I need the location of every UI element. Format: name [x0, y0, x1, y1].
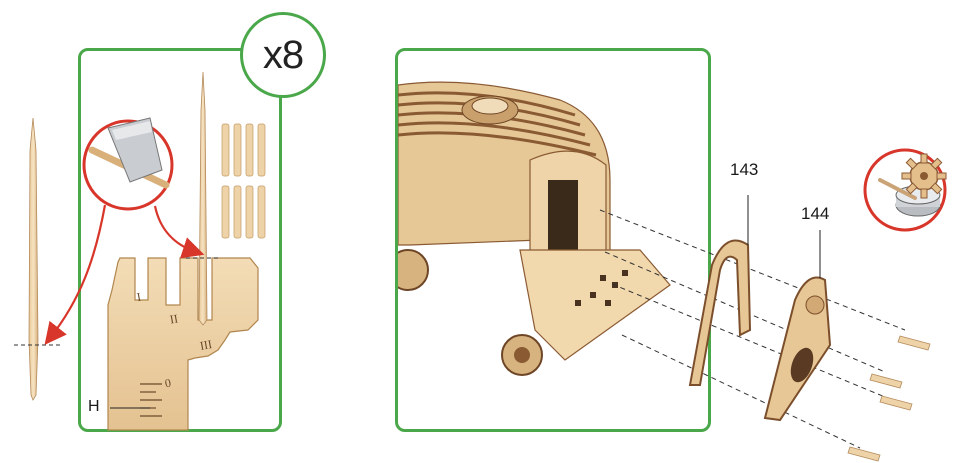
- scale-mark-3: III: [199, 337, 213, 354]
- measure-h-label: H: [88, 398, 100, 416]
